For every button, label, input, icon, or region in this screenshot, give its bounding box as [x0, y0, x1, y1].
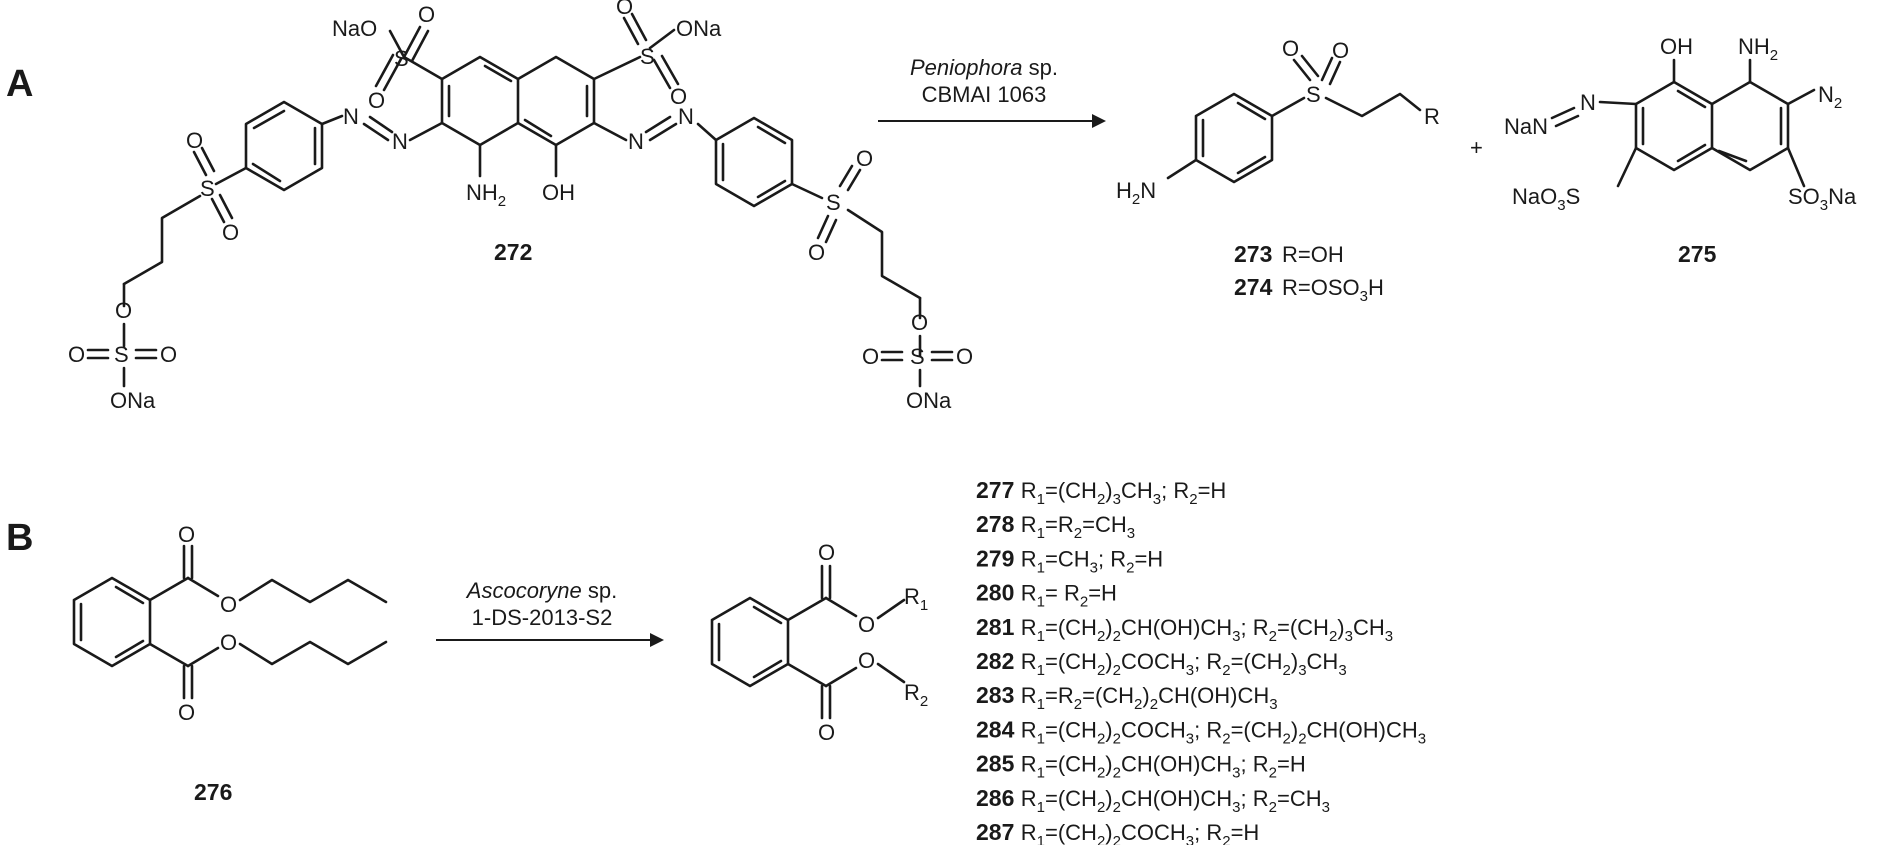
atom-s: S	[1306, 82, 1321, 107]
atom-o: O	[818, 720, 835, 745]
atom-o: O	[858, 612, 875, 637]
compound-id-286: 286	[976, 785, 1021, 811]
atom-r2: R2	[904, 680, 928, 710]
atom-o: O	[178, 522, 195, 547]
atom-o: O	[222, 220, 239, 245]
reaction-arrow-a: Peniophora sp. CBMAI 1063	[878, 55, 1106, 128]
product-row-282: 282 R1=(CH2)2COCH3; R2=(CH2)3CH3	[976, 648, 1347, 679]
panel-label-a: A	[6, 63, 33, 105]
compound-id-283: 283	[976, 682, 1021, 708]
structure-273-274: H2N S O O R 273 R=OH 274 R=OSO3H	[1116, 36, 1440, 305]
atom-n: N	[678, 104, 694, 129]
atom-ona: ONa	[676, 16, 722, 41]
atom-o: O	[670, 84, 687, 109]
atom-n: N	[1580, 90, 1596, 115]
condition-strain-a: CBMAI 1063	[922, 82, 1047, 107]
atom-o: O	[1282, 36, 1299, 61]
compound-label-273: R=OH	[1282, 242, 1344, 267]
product-row-280: 280 R1= R2=H	[976, 580, 1117, 611]
atom-oh: OH	[1660, 34, 1693, 59]
atom-nh2: NH2	[1738, 34, 1778, 64]
compound-id-279: 279	[976, 545, 1021, 571]
atom-o: O	[911, 310, 928, 335]
atom-s: S	[640, 44, 655, 69]
atom-o: O	[186, 128, 203, 153]
atom-o: O	[616, 0, 633, 19]
atom-oh: OH	[542, 180, 575, 205]
compound-label-274: R=OSO3H	[1282, 275, 1384, 305]
product-row-286: 286 R1=(CH2)2CH(OH)CH3; R2=CH3	[976, 785, 1330, 816]
product-row-278: 278 R1=R2=CH3	[976, 511, 1135, 542]
atom-nh2: NH2	[466, 180, 506, 210]
atom-o: O	[220, 630, 237, 655]
atom-o: O	[856, 146, 873, 171]
atom-nao3s: NaO3S	[1512, 184, 1580, 214]
reaction-arrow-b: Ascocoryne sp. 1-DS-2013-S2	[436, 578, 664, 647]
compound-id-277: 277	[976, 477, 1021, 503]
atom-s: S	[910, 344, 925, 369]
atom-o: O	[808, 240, 825, 265]
atom-o: O	[160, 342, 177, 367]
atom-n2: N2	[1818, 82, 1842, 112]
atom-s: S	[394, 46, 409, 71]
atom-n: N	[343, 104, 359, 129]
product-row-285: 285 R1=(CH2)2CH(OH)CH3; R2=H	[976, 751, 1306, 782]
atom-o: O	[418, 2, 435, 27]
product-row-287: 287 R1=(CH2)2COCH3; R2=H	[976, 819, 1259, 845]
atom-n: N	[392, 129, 408, 154]
plus-sign: +	[1470, 135, 1483, 160]
atom-o: O	[68, 342, 85, 367]
atom-r: R	[1424, 104, 1440, 129]
compound-id-285: 285	[976, 751, 1021, 777]
atom-o: O	[818, 540, 835, 565]
compound-id-276: 276	[194, 779, 232, 805]
atom-ona: ONa	[906, 388, 952, 413]
atom-o: O	[1332, 38, 1349, 63]
compound-id-280: 280	[976, 580, 1021, 606]
compound-id-287: 287	[976, 819, 1021, 845]
condition-organism-b: Ascocoryne sp.	[465, 578, 617, 603]
compound-id-273: 273	[1234, 241, 1272, 267]
atom-n: N	[628, 129, 644, 154]
compound-id-278: 278	[976, 511, 1021, 537]
atom-ona: ONa	[110, 388, 156, 413]
structure-276: O O O O 276	[72, 522, 388, 805]
atom-naos: NaO	[332, 16, 377, 41]
product-row-283: 283 R1=R2=(CH2)2CH(OH)CH3	[976, 682, 1278, 713]
structure-272: NaO O O S S O O ONa NH2 OH N N	[68, 0, 973, 413]
atom-so3na: SO3Na	[1788, 184, 1857, 214]
product-row-281: 281 R1=(CH2)2CH(OH)CH3; R2=(CH2)3CH3	[976, 614, 1393, 645]
atom-o: O	[115, 298, 132, 323]
compound-id-274: 274	[1234, 274, 1273, 300]
atom-o: O	[956, 344, 973, 369]
atom-o: O	[178, 700, 195, 725]
product-row-284: 284 R1=(CH2)2COCH3; R2=(CH2)2CH(OH)CH3	[976, 716, 1426, 747]
compound-id-281: 281	[976, 614, 1021, 640]
atom-s: S	[826, 190, 841, 215]
compound-id-275: 275	[1678, 241, 1717, 267]
atom-o: O	[862, 344, 879, 369]
compound-id-282: 282	[976, 648, 1021, 674]
atom-o: O	[858, 648, 875, 673]
atom-r1: R1	[904, 584, 928, 614]
atom-s: S	[114, 342, 129, 367]
atom-h2n: H2N	[1116, 178, 1156, 208]
compound-id-284: 284	[976, 716, 1021, 742]
atom-s: S	[200, 176, 215, 201]
product-row-277: 277 R1=(CH2)3CH3; R2=H	[976, 477, 1226, 508]
compound-id-272: 272	[494, 239, 532, 265]
atom-nana: NaN	[1504, 114, 1548, 139]
structure-277-287: O O R1 O O R2	[710, 540, 928, 745]
product-row-279: 279 R1=CH3; R2=H	[976, 545, 1163, 576]
atom-o: O	[368, 88, 385, 113]
structure-275: OH NH2 N2 NaN N NaO3S SO3Na 275	[1504, 34, 1857, 267]
condition-strain-b: 1-DS-2013-S2	[472, 605, 613, 630]
panel-label-b: B	[6, 517, 33, 559]
condition-organism-a: Peniophora sp.	[910, 55, 1058, 80]
atom-o: O	[220, 592, 237, 617]
